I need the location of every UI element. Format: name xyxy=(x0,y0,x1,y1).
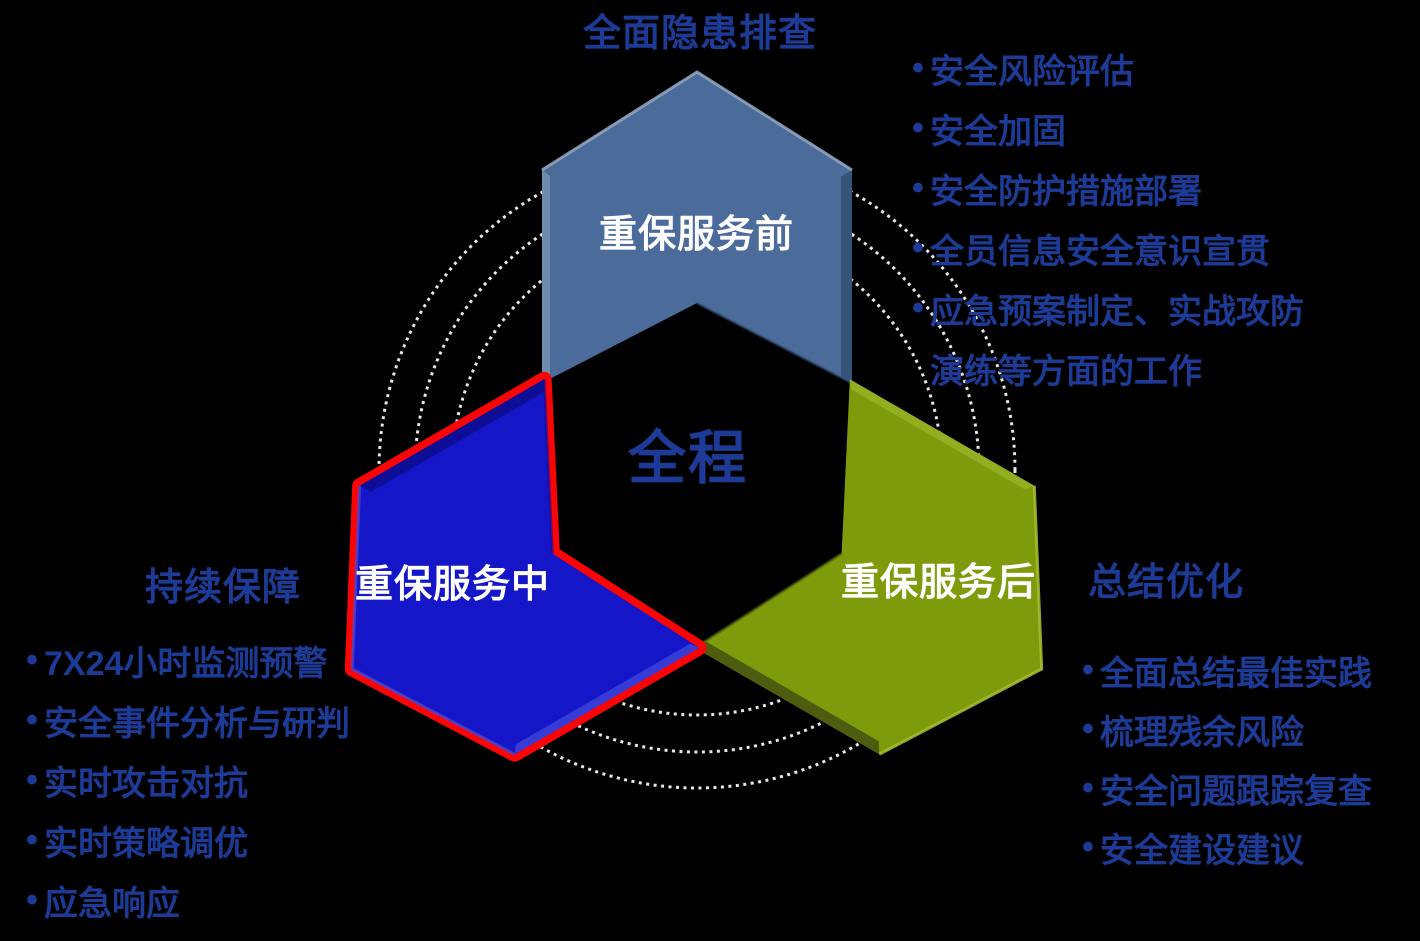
chevron-pre-bevel-dark xyxy=(841,170,852,383)
center-label: 全程 xyxy=(628,426,749,491)
phase-post-chevron-label: 重保服务后 xyxy=(841,562,1037,604)
chevron-mid-bevel-dark xyxy=(694,641,880,755)
list-item-text: 全员信息安全意识宣贯 xyxy=(930,232,1270,271)
phase-post-bullet-list: • 全面总结最佳实践 • 梳理残余风险 • 安全问题跟踪复查 • 安全建设建议 xyxy=(1082,641,1372,877)
phase-pre-title: 全面隐患排查 xyxy=(583,13,818,55)
bullet-dot: • xyxy=(26,640,38,679)
chevron-mid-bevel-light xyxy=(849,379,1035,490)
list-item: • 安全风险评估 xyxy=(912,38,1304,98)
list-item-text: 安全风险评估 xyxy=(930,52,1134,91)
chevron-mid-notch-shade xyxy=(694,552,843,649)
list-item: • 安全事件分析与研判 xyxy=(26,690,350,750)
list-item-text: 实时策略调优 xyxy=(44,824,248,863)
chevron-post-face xyxy=(352,379,700,755)
list-item: • 安全防护措施部署 xyxy=(912,158,1304,218)
bullet-dot: • xyxy=(1082,710,1094,748)
list-item-text: 演练等方面的工作 xyxy=(930,352,1202,391)
chevron-pre-face xyxy=(542,72,852,383)
list-item-text: 安全加固 xyxy=(930,112,1066,151)
bullet-dot: • xyxy=(26,880,38,919)
phase-mid-title: 持续保障 xyxy=(145,567,302,609)
chevron-post xyxy=(344,371,707,762)
list-item: • 安全建设建议 xyxy=(1082,818,1372,877)
chevron-post-apex-highlight xyxy=(350,485,516,756)
bullet-dot: • xyxy=(26,700,38,739)
bullet-dot: • xyxy=(1082,828,1094,866)
bullet-dot: • xyxy=(912,108,924,147)
chevron-mid-face xyxy=(694,379,1042,755)
list-item-text: 梳理残余风险 xyxy=(1100,714,1304,752)
list-item-text: 安全问题跟踪复查 xyxy=(1100,773,1372,811)
list-item-text: 安全建设建议 xyxy=(1100,832,1304,870)
chevron-pre-bevel-light xyxy=(542,170,550,383)
bullet-dot: • xyxy=(26,820,38,859)
phase-pre-bullet-list: • 安全风险评估 • 安全加固 • 安全防护措施部署 • 全员信息安全意识宣贯 … xyxy=(912,38,1304,398)
list-item-text: 7X24小时监测预警 xyxy=(44,644,328,683)
chevron-pre-apex-highlight xyxy=(541,70,853,172)
bullet-dot: • xyxy=(912,48,924,87)
phase-mid-bullet-list: • 7X24小时监测预警 • 安全事件分析与研判 • 实时攻击对抗 • 实时策略… xyxy=(26,630,350,930)
bullet-dot: • xyxy=(26,760,38,799)
list-item: • 应急预案制定、实战攻防 xyxy=(912,278,1304,338)
phase-pre-chevron-label: 重保服务前 xyxy=(599,214,795,256)
chevron-mid xyxy=(694,379,1044,756)
phase-post-title: 总结优化 xyxy=(1088,562,1245,604)
bullet-dot: • xyxy=(1082,769,1094,807)
list-item-text: 应急响应 xyxy=(44,884,180,923)
list-item: • 实时策略调优 xyxy=(26,810,350,870)
list-item-continuation: 演练等方面的工作 xyxy=(912,338,1304,398)
bullet-dot: • xyxy=(912,228,924,267)
list-item: • 全面总结最佳实践 xyxy=(1082,641,1372,700)
bullet-dot: • xyxy=(912,288,924,327)
list-item: • 7X24小时监测预警 xyxy=(26,630,350,690)
list-item-text: 实时攻击对抗 xyxy=(44,764,248,803)
list-item: • 全员信息安全意识宣贯 xyxy=(912,218,1304,278)
chevron-pre xyxy=(541,70,853,385)
list-item: • 实时攻击对抗 xyxy=(26,750,350,810)
chevron-post-notch-shade xyxy=(542,379,554,554)
list-item-text: 全面总结最佳实践 xyxy=(1100,655,1372,693)
bullet-dot: • xyxy=(1082,651,1094,689)
list-item: • 应急响应 xyxy=(26,870,350,930)
bullet-dot: • xyxy=(912,168,924,207)
chevron-post-bevel-dark xyxy=(359,379,545,492)
list-item: • 安全问题跟踪复查 xyxy=(1082,759,1372,818)
list-item: • 梳理残余风险 xyxy=(1082,700,1372,759)
chevron-post-bevel-light xyxy=(514,643,700,755)
chevron-pre-notch-shade xyxy=(696,301,853,385)
list-item-text: 安全事件分析与研判 xyxy=(44,704,350,743)
list-item-text: 安全防护措施部署 xyxy=(930,172,1202,211)
list-item: • 安全加固 xyxy=(912,98,1304,158)
chevron-mid-apex-highlight xyxy=(878,485,1044,756)
list-item-text: 应急预案制定、实战攻防 xyxy=(930,292,1304,331)
phase-mid-chevron-label: 重保服务中 xyxy=(355,564,551,606)
